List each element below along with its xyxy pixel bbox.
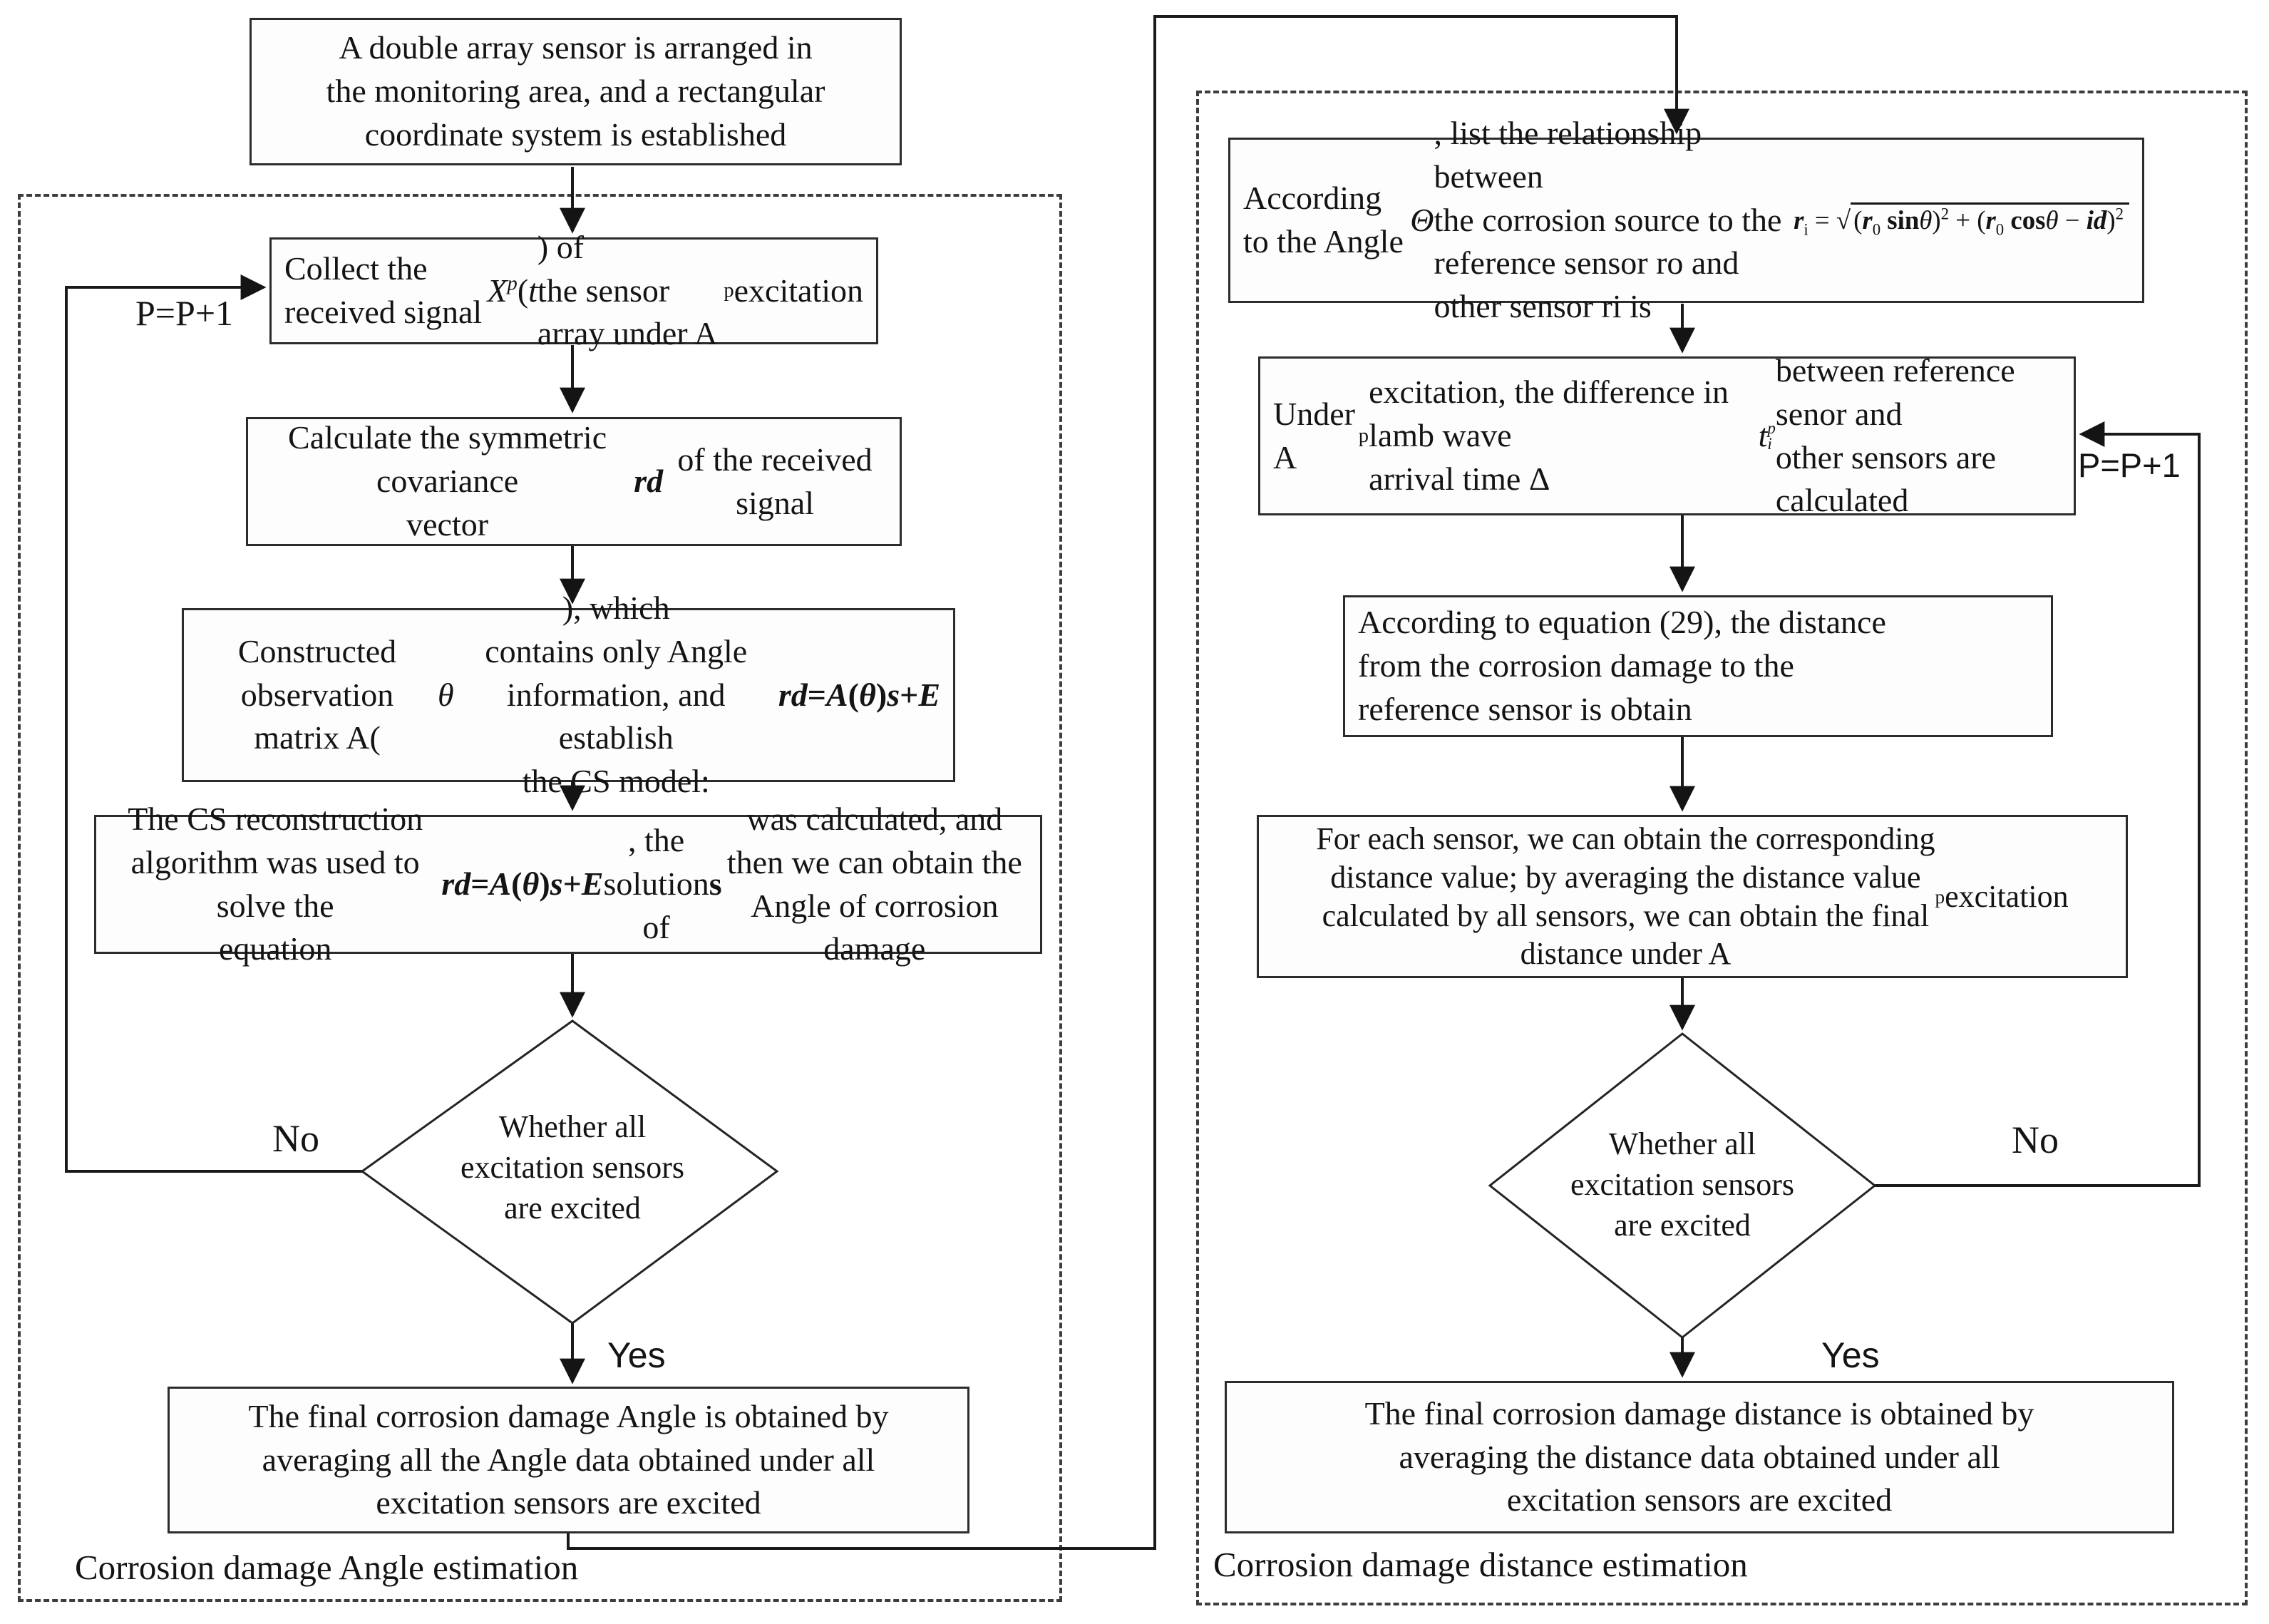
no-label-right: No (2012, 1119, 2059, 1161)
yes-label-left: Yes (607, 1335, 666, 1375)
decision-diamond-right (1488, 1032, 1877, 1339)
step-observation-matrix: Constructed observation matrix A(θ), whi… (182, 590, 955, 799)
step-equation-29-distance: According to equation (29), the distance… (1343, 595, 2053, 737)
step-average-distance: For each sensor, we can obtain the corre… (1257, 815, 2128, 978)
step-final-angle: The final corrosion damage Angle is obta… (168, 1387, 969, 1533)
section-label-angle-estimation: Corrosion damage Angle estimation (75, 1548, 579, 1587)
no-label-left: No (272, 1117, 319, 1160)
loop-label-left: P=P+1 (135, 293, 234, 333)
decision-diamond-left (360, 1019, 779, 1325)
step-cs-reconstruction: The CS reconstruction algorithm was used… (94, 801, 1042, 967)
loop-no-path-left (65, 274, 362, 1173)
distance-estimation-container (1196, 91, 2248, 1605)
yes-label-right: Yes (1821, 1335, 1880, 1375)
step-final-distance: The final corrosion damage distance is o… (1225, 1381, 2174, 1533)
section-label-distance-estimation: Corrosion damage distance estimation (1213, 1545, 1748, 1584)
loop-no-path-right (1875, 421, 2201, 1187)
angle-estimation-container (18, 194, 1062, 1602)
step-angle-relationship: According to the Angle Θ, list the relat… (1228, 115, 2144, 324)
connector-left-to-right-section (567, 15, 1689, 1550)
loop-label-right: P=P+1 (2078, 446, 2181, 484)
